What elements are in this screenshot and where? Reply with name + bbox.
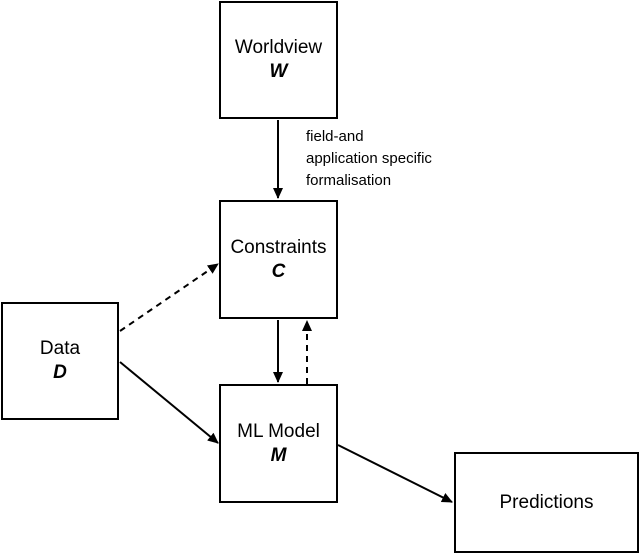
predictions-title: Predictions [499, 491, 594, 513]
ml-model-symbol: M [270, 444, 287, 466]
constraints-node: Constraints C [219, 200, 338, 319]
worldview-symbol: W [269, 61, 288, 82]
constraints-title: Constraints [230, 236, 327, 258]
constraints-symbol: C [271, 260, 286, 282]
edge-data-to-constraints [119, 263, 219, 332]
worldview-node: Worldview W [219, 1, 338, 119]
data-title: Data [39, 338, 81, 359]
edge-data-to-model [119, 361, 219, 444]
ml-model-node: ML Model M [219, 384, 338, 503]
edge-model-to-predictions [337, 444, 453, 503]
edge-label-line: application specific [306, 150, 432, 167]
data-node: Data D [1, 302, 119, 420]
edge-label-formalisation: field-and application specific formalisa… [306, 126, 432, 192]
ml-model-title: ML Model [237, 420, 320, 442]
worldview-title: Worldview [234, 37, 323, 58]
data-symbol: D [53, 362, 67, 383]
edge-label-line: field-and [306, 128, 364, 145]
predictions-node: Predictions [454, 452, 639, 553]
edge-label-line: formalisation [306, 172, 392, 189]
